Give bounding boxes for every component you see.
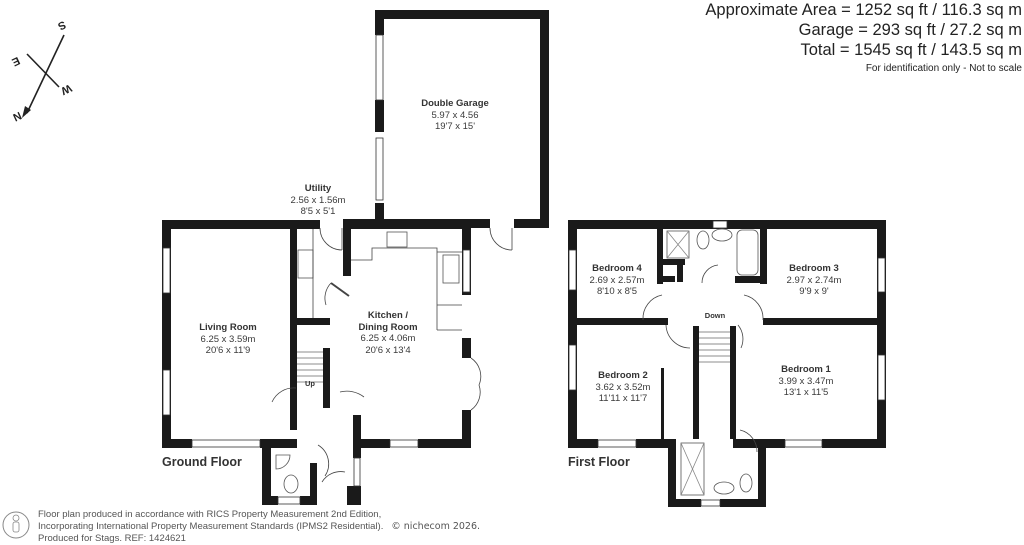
room-label-double-garage: Double Garage 5.97 x 4.56 19'7 x 15' xyxy=(421,98,489,132)
footer-line-2: Incorporating International Property Mea… xyxy=(38,521,481,532)
copyright-text: © nichecom 2026. xyxy=(391,521,481,532)
footer-line-1: Floor plan produced in accordance with R… xyxy=(38,509,382,520)
stairs-up-label: Up xyxy=(305,379,315,388)
room-label-bedroom-3: Bedroom 3 2.97 x 2.74m 9'9 x 9' xyxy=(786,263,842,297)
stairs-down-label: Down xyxy=(704,311,726,320)
first-floor-label: First Floor xyxy=(568,455,630,469)
total-area-text: Total = 1545 sq ft / 143.5 sq m xyxy=(800,41,1022,59)
ground-floor-label: Ground Floor xyxy=(162,455,242,469)
footer-disclaimer: Floor plan produced in accordance with R… xyxy=(38,509,480,545)
area-summary: Approximate Area = 1252 sq ft / 116.3 sq… xyxy=(705,0,1022,74)
room-label-utility: Utility 2.56 x 1.56m 8'5 x 5'1 xyxy=(290,183,346,217)
ground-floor-walls xyxy=(162,220,471,505)
room-label-kitchen-dining: Kitchen / Dining Room 6.25 x 4.06m 20'6 … xyxy=(358,310,418,356)
footer-line-3: Produced for Stags. REF: 1424621 xyxy=(38,533,186,544)
scale-note: For identification only - Not to scale xyxy=(865,63,1022,74)
room-label-bedroom-1: Bedroom 1 3.99 x 3.47m 13'1 x 11'5 xyxy=(778,364,834,398)
room-label-living-room: Living Room 6.25 x 3.59m 20'6 x 11'9 xyxy=(199,322,257,356)
room-label-bedroom-4: Bedroom 4 2.69 x 2.57m 8'10 x 8'5 xyxy=(589,263,645,297)
room-label-bedroom-2: Bedroom 2 3.62 x 3.52m 11'11 x 11'7 xyxy=(595,370,651,404)
garage-area-text: Garage = 293 sq ft / 27.2 sq m xyxy=(798,21,1022,39)
compass-north-arrow-icon xyxy=(22,106,31,118)
approximate-area-text: Approximate Area = 1252 sq ft / 116.3 sq… xyxy=(705,1,1022,19)
compass-icon xyxy=(26,34,65,114)
